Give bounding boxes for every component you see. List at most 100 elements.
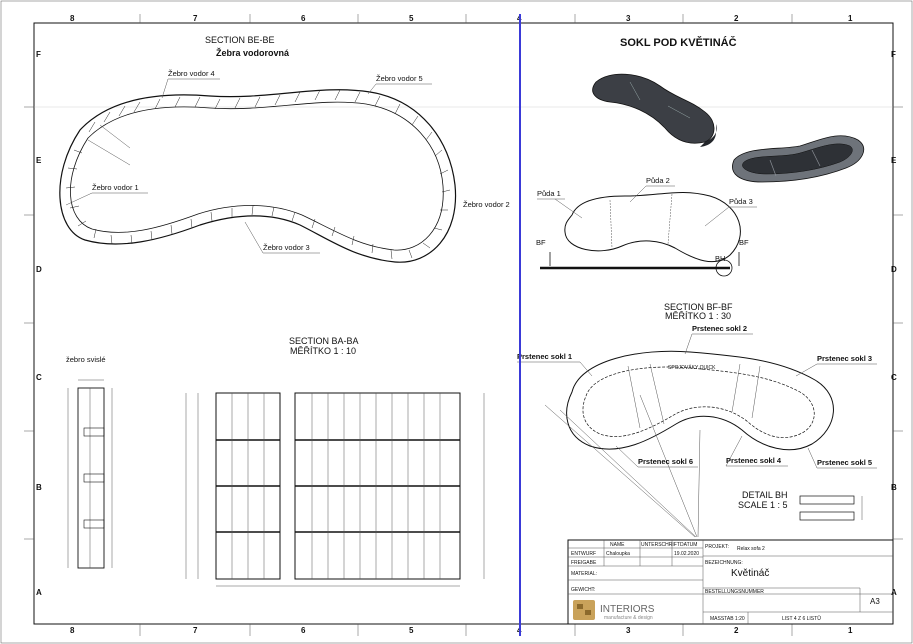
ring-outer-outline xyxy=(566,350,834,451)
grid-col-1: 1 xyxy=(848,14,853,23)
dim-line-1 xyxy=(87,139,131,166)
detail-bh-plate-top xyxy=(799,495,855,505)
grid-col-2-bottom: 2 xyxy=(734,626,739,635)
tb-col-sign: UNTERSCHRIFT xyxy=(641,542,680,548)
logo-tagline: manufacture & design xyxy=(604,615,653,621)
vertical-rib-view: žebro svislé xyxy=(66,355,113,569)
label-zebro-vodor-4: Žebro vodor 4 xyxy=(168,69,215,78)
sokl-plan-outline xyxy=(564,191,741,263)
grid-col-7: 7 xyxy=(193,14,198,23)
grid-row-f-right: F xyxy=(891,50,896,59)
label-puda-1: Půda 1 xyxy=(537,189,561,198)
label-prstenec-5: Prstenec sokl 5 xyxy=(817,458,872,467)
detail-bh-plate-bottom xyxy=(799,511,855,521)
label-prstenec-4: Prstenec sokl 4 xyxy=(726,456,782,465)
render-solid-plate-side xyxy=(700,124,717,147)
grid-col-6: 6 xyxy=(301,14,306,23)
section-be-view: SECTION BE-BE Žebra vodorovná Žebro vodo… xyxy=(59,35,510,263)
label-puda-2: Půda 2 xyxy=(646,176,670,185)
grid-col-8: 8 xyxy=(70,14,75,23)
grid-row-a: A xyxy=(36,588,42,597)
label-bf-left: BF xyxy=(536,238,546,247)
tb-bestell-label: BESTELLUNGSNUMMER xyxy=(705,589,764,595)
leader-puda-3 xyxy=(704,206,730,227)
frame-right-posts xyxy=(311,393,441,579)
section-ba-title: SECTION BA-BA xyxy=(289,336,359,346)
leader-puda-2 xyxy=(629,185,647,203)
logo-mark xyxy=(573,600,595,620)
detail-bh-title: DETAIL BH xyxy=(742,490,788,500)
detail-bh-view: DETAIL BH SCALE 1 : 5 xyxy=(738,490,863,521)
grid-col-5: 5 xyxy=(409,14,414,23)
section-be-subtitle: Žebra vodorovná xyxy=(216,47,290,58)
leader-prstenec-2 xyxy=(684,333,693,355)
label-prstenec-2: Prstenec sokl 2 xyxy=(692,324,747,333)
logo-mark-block-1 xyxy=(577,604,583,609)
render-ring-rib-2 xyxy=(811,149,821,167)
tb-entwurf-name: Chaloupka xyxy=(606,551,630,557)
vertical-rib-body xyxy=(77,387,105,569)
section-bf-view: SECTION BF-BF MĚŘÍTKO 1 : 30 SPOJOVÁKY Q… xyxy=(517,302,877,538)
sheet-border-inner xyxy=(33,22,894,625)
leader-zebro-1 xyxy=(65,192,93,206)
title-block-grid xyxy=(568,540,893,624)
grid-col-1-bottom: 1 xyxy=(848,626,853,635)
dim-line-2 xyxy=(99,124,131,149)
label-puda-3: Půda 3 xyxy=(729,197,753,206)
label-prstenec-1: Prstenec sokl 1 xyxy=(517,352,572,361)
section-ba-view: SECTION BA-BA MĚŘÍTKO 1 : 10 xyxy=(185,336,485,587)
sokl-plan-seam-2 xyxy=(667,193,673,245)
ring-seam-1 xyxy=(627,365,641,429)
grid-row-d: D xyxy=(36,265,42,274)
grid-col-3: 3 xyxy=(626,14,631,23)
grid-ticks xyxy=(24,14,903,636)
view-split-indicator[interactable] xyxy=(519,14,521,636)
grid-row-c-right: C xyxy=(891,373,897,382)
tb-entwurf-date: 19.02.2020 xyxy=(674,551,699,557)
tb-col-date: DATUM xyxy=(680,542,697,548)
kidney-hatching xyxy=(65,89,451,260)
kidney-outer-outline xyxy=(59,89,457,263)
label-prstenec-3: Prstenec sokl 3 xyxy=(817,354,872,363)
grid-col-8-bottom: 8 xyxy=(70,626,75,635)
grid-row-d-right: D xyxy=(891,265,897,274)
grid-col-5-bottom: 5 xyxy=(409,626,414,635)
ring-leader-lines xyxy=(544,394,701,538)
section-ba-scale: MĚŘÍTKO 1 : 10 xyxy=(290,346,356,356)
label-bh: BH xyxy=(715,254,725,263)
tb-gewicht-label: GEWICHT: xyxy=(571,587,595,593)
render-seam-1 xyxy=(629,81,641,101)
section-bf-scale: MĚŘÍTKO 1 : 30 xyxy=(665,311,731,321)
tb-freigabe-label: FREIGABE xyxy=(571,560,597,566)
grid-row-b: B xyxy=(36,483,42,492)
tb-format: A3 xyxy=(870,597,880,606)
leader-puda-1 xyxy=(554,198,583,219)
tb-material-label: MATERIAL: xyxy=(571,571,597,577)
grid-col-2: 2 xyxy=(734,14,739,23)
vertical-rib-notch-1 xyxy=(83,427,105,437)
grid-col-3-bottom: 3 xyxy=(626,626,631,635)
ring-inner-outline xyxy=(582,366,815,438)
ring-seam-2 xyxy=(649,363,665,425)
grid-row-e: E xyxy=(36,156,42,165)
tb-entwurf-label: ENTWURF xyxy=(571,551,596,557)
leader-prstenec-3 xyxy=(795,363,818,377)
tb-projekt-label: PROJEKT: xyxy=(705,544,729,550)
tb-sheet: LIST 4 Z 6 LISTŮ xyxy=(782,615,821,622)
leader-prstenec-1 xyxy=(579,361,593,377)
sokl-title: SOKL POD KVĚTINÁČ xyxy=(620,36,737,49)
leader-prstenec-4 xyxy=(725,435,743,467)
interiors-logo: INTERIORS manufacture & design xyxy=(573,600,655,621)
tb-projekt-value: Relax sofa 2 xyxy=(737,546,765,552)
title-block-frame xyxy=(567,539,894,625)
render-seam-2 xyxy=(667,105,691,119)
tb-bezeichnung-label: BEZEICHNUNG: xyxy=(705,560,743,566)
label-prstenec-6: Prstenec sokl 6 xyxy=(638,457,693,466)
vertical-rib-notch-3 xyxy=(83,519,105,529)
grid-row-c: C xyxy=(36,373,42,382)
detail-bh-circle xyxy=(715,259,733,277)
leader-prstenec-6 xyxy=(615,445,639,468)
label-bf-right: BF xyxy=(739,238,749,247)
grid-row-b-right: B xyxy=(891,483,897,492)
